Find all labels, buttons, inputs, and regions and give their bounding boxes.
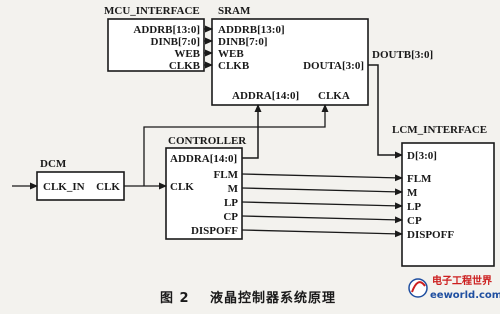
doutb-wire-group: DOUTB[3:0] (368, 49, 433, 159)
lcm-port-d: D[3:0] (407, 150, 437, 162)
mcu-interface-box (107, 18, 205, 72)
lcm-port-m: M (407, 187, 418, 199)
controller-title: CONTROLLER (168, 135, 247, 147)
sram-box (211, 18, 369, 106)
figure-caption: 图 2 液晶控制器系统原理 (160, 290, 336, 306)
sram-title: SRAM (218, 5, 251, 17)
controller-box (165, 147, 243, 240)
lcm-port-lp: LP (407, 201, 421, 213)
mcu-port-web: WEB (174, 48, 200, 60)
wire-cp (241, 215, 403, 224)
caption-number: 图 2 (160, 291, 190, 306)
watermark-cn: 电子工程世界 (432, 274, 492, 287)
mcu-port-addrb: ADDRB[13:0] (133, 24, 200, 36)
dcm-title: DCM (40, 158, 67, 170)
wire-lp (241, 201, 403, 210)
watermark-url: eeworld.com.cn (430, 290, 500, 301)
sram-port-web: WEB (218, 48, 244, 60)
lcm-interface-block: LCM_INTERFACE D[3:0] FLM M LP CP DISPOFF (392, 124, 495, 267)
sram-port-addra: ADDRA[14:0] (232, 90, 299, 102)
caption-text: 液晶控制器系统原理 (210, 290, 336, 306)
sram-port-clkb: CLKB (218, 60, 250, 72)
eeworld-watermark-logo: 电子工程世界 eeworld.com.cn (408, 274, 500, 301)
lcm-port-flm: FLM (407, 173, 432, 185)
controller-port-clk: CLK (170, 181, 194, 193)
wire-dispoff (241, 229, 403, 238)
controller-port-dispoff: DISPOFF (191, 225, 238, 237)
clock-wires (124, 104, 329, 190)
controller-port-m: M (228, 183, 239, 195)
dcm-block: DCM CLK_IN CLK (36, 158, 125, 201)
sram-port-addrb: ADDRB[13:0] (218, 24, 285, 36)
lcm-port-cp: CP (407, 215, 422, 227)
controller-block: CONTROLLER ADDRA[14:0] CLK FLM M LP CP D… (165, 135, 247, 240)
mcu-to-sram-wires (204, 25, 213, 69)
sram-port-douta: DOUTA[3:0] (303, 60, 364, 72)
controller-port-cp: CP (223, 211, 238, 223)
wire-flm (241, 173, 403, 182)
controller-port-lp: LP (224, 197, 238, 209)
mcu-interface-block: MCU_INTERFACE ADDRB[13:0] DINB[7:0] WEB … (104, 5, 205, 72)
wire-addra (242, 104, 262, 159)
lcm-interface-title: LCM_INTERFACE (392, 124, 487, 136)
dcm-box (36, 171, 125, 201)
dcm-port-clk-in: CLK_IN (43, 181, 85, 193)
sram-block: SRAM ADDRB[13:0] DINB[7:0] WEB CLKB DOUT… (211, 5, 369, 106)
doutb-label: DOUTB[3:0] (372, 49, 433, 61)
mcu-interface-title: MCU_INTERFACE (104, 5, 200, 17)
controller-port-addra: ADDRA[14:0] (170, 153, 237, 165)
sram-port-dinb: DINB[7:0] (218, 36, 268, 48)
wire-clk-to-clka (143, 104, 329, 186)
sram-port-clka: CLKA (318, 90, 350, 102)
wire-m (241, 187, 403, 196)
lcm-port-dispoff: DISPOFF (407, 229, 454, 241)
wire-doutb (368, 64, 403, 159)
lcm-interface-box (401, 142, 495, 267)
controller-port-flm: FLM (214, 169, 239, 181)
controller-to-lcm-wires (241, 173, 403, 238)
dcm-port-clk: CLK (96, 181, 120, 193)
mcu-port-clkb: CLKB (169, 60, 201, 72)
mcu-port-dinb: DINB[7:0] (151, 36, 201, 48)
